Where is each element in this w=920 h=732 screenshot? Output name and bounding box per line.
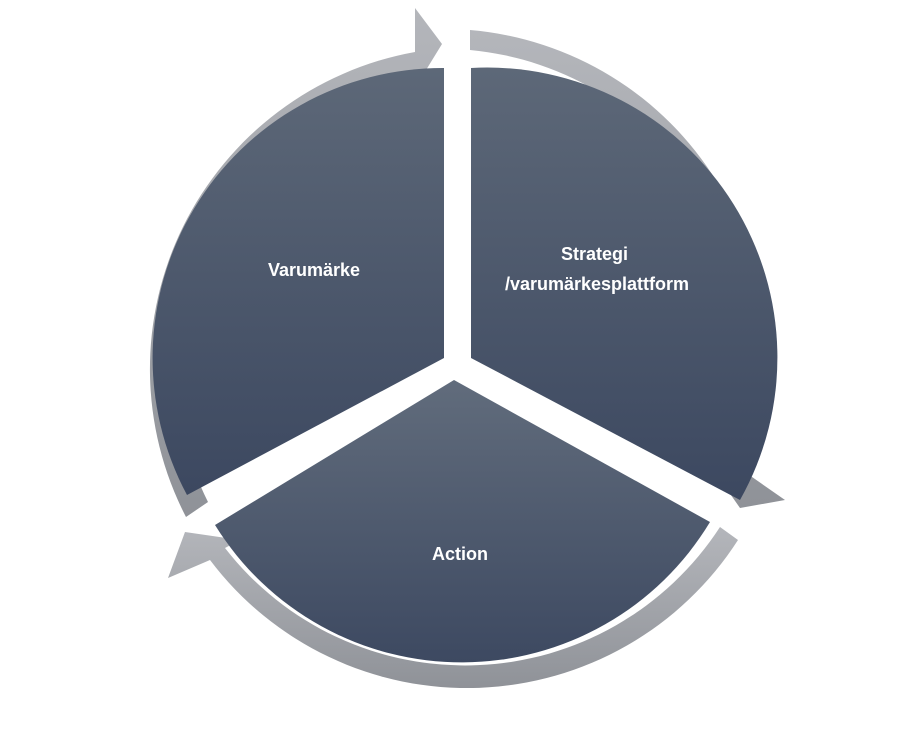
label-strategi-line-2: /varumärkesplattform: [505, 274, 689, 294]
cycle-segments: [152, 67, 778, 663]
label-varumarke: Varumärke: [268, 260, 360, 280]
label-strategi: Strategi /varumärkesplattform: [505, 244, 689, 294]
segment-strategi: [471, 67, 778, 500]
label-varumarke-line: Varumärke: [268, 260, 360, 280]
segment-varumarke: [152, 67, 444, 495]
segment-labels: Varumärke Strategi /varumärkesplattform …: [268, 244, 689, 564]
segment-action: [215, 380, 710, 663]
label-action-line: Action: [432, 544, 488, 564]
label-action: Action: [432, 544, 488, 564]
arrow-to-varumarke-icon: [168, 527, 738, 689]
label-strategi-line-1: Strategi: [561, 244, 628, 264]
